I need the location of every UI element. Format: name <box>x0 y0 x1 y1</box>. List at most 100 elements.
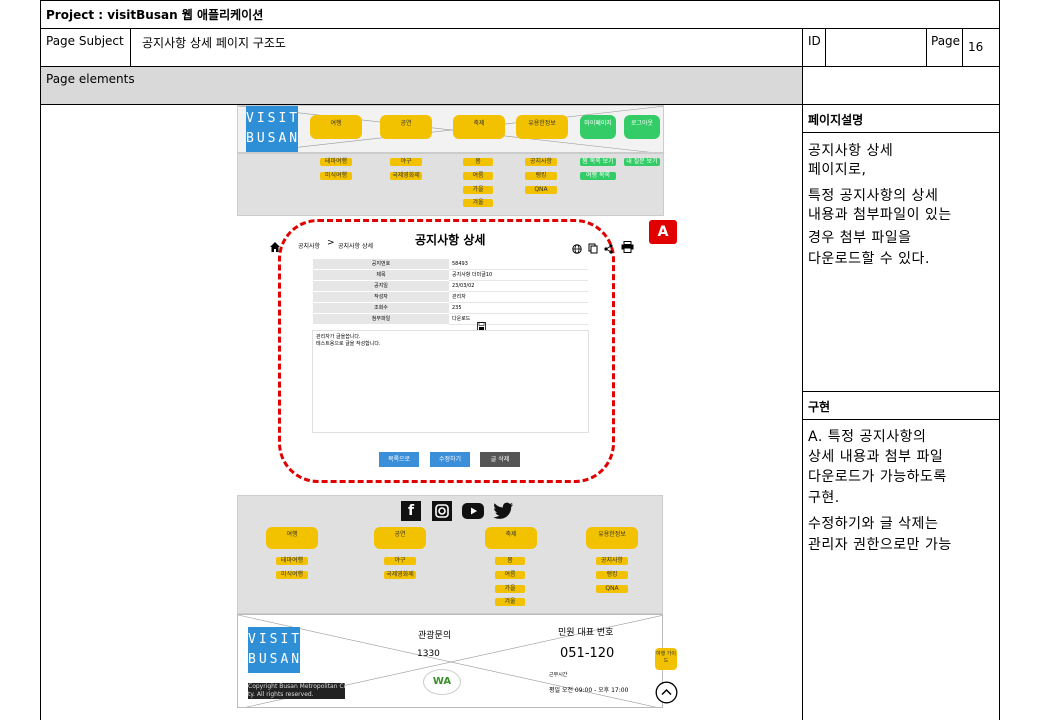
copy-icon[interactable] <box>588 239 598 254</box>
edit-button[interactable]: 수정하기 <box>430 452 470 467</box>
sub-ranking[interactable]: 랭킹 <box>525 172 557 180</box>
footer-sub-summer[interactable]: 여름 <box>495 571 525 579</box>
footer-logo[interactable]: VISIT BUSAN <box>248 627 300 673</box>
sub-qna[interactable]: QNA <box>525 186 557 194</box>
globe-icon[interactable] <box>572 239 582 254</box>
footer-nav-info[interactable]: 유용한정보 <box>586 527 638 549</box>
table-key: 첨부파일 <box>313 314 449 325</box>
work-hours-value: 평일 오전 09:00 - 오후 17:00 <box>549 687 629 694</box>
sub-theme-travel[interactable]: 테마여행 <box>320 158 352 166</box>
sub-travel-list[interactable]: 여행 목록 <box>580 172 616 180</box>
twitter-icon[interactable] <box>492 501 514 521</box>
sub-summer[interactable]: 여름 <box>463 172 493 180</box>
id-divider <box>825 28 826 66</box>
desc-heading: 페이지설명 <box>808 113 864 127</box>
save-file-icon[interactable] <box>477 316 486 331</box>
mock-footer-nav <box>237 495 663 614</box>
desc-line-4: 내용과 첨부파일이 있는 <box>808 207 952 223</box>
side-line-2 <box>802 391 1000 392</box>
row-line-3 <box>40 104 1000 105</box>
impl-line-5: 수정하기와 글 삭제는 <box>808 516 939 532</box>
nav-travel[interactable]: 여행 <box>310 115 362 139</box>
table-key: 작성자 <box>313 292 449 303</box>
region-a-outline <box>278 219 615 483</box>
nav-logout[interactable]: 로그아웃 <box>624 115 660 139</box>
page-subject-label: Page Subject <box>46 34 124 48</box>
print-icon[interactable] <box>621 238 634 253</box>
desc-line-5: 경우 첨부 파일을 <box>808 230 912 246</box>
list-button[interactable]: 목록으로 <box>379 452 419 467</box>
nav-show[interactable]: 공연 <box>380 115 432 139</box>
nav-mypage[interactable]: 마이페이지 <box>580 115 616 139</box>
table-key: 공지일 <box>313 281 449 292</box>
tour-inquiry-number: 1330 <box>417 649 440 659</box>
impl-line-2: 상세 내용과 첨부 파일 <box>808 449 944 465</box>
region-a-marker: A <box>649 220 677 244</box>
sub-spring[interactable]: 봄 <box>463 158 493 166</box>
tour-inquiry-label: 관광문의 <box>418 631 452 641</box>
wa-badge: WA <box>423 669 461 695</box>
sub-autumn[interactable]: 가을 <box>463 186 493 194</box>
body-line: 테스트용으로 글을 작성합니다. <box>316 341 381 347</box>
sub-notice[interactable]: 공지사항 <box>525 158 557 166</box>
copyright-line-1: Copyright Busan Metropolitan Ci <box>248 683 346 690</box>
civil-label: 민원 대표 번호 <box>558 628 614 638</box>
facebook-icon[interactable]: f <box>401 501 421 521</box>
sub-film-festival[interactable]: 국제영화제 <box>390 172 422 180</box>
frame-right <box>999 0 1000 720</box>
sub-baseball[interactable]: 야구 <box>390 158 422 166</box>
footer-nav-travel[interactable]: 여행 <box>266 527 318 549</box>
page-elements-bar <box>41 67 802 104</box>
frame-top <box>40 0 1000 1</box>
desc-line-3: 특정 공지사항의 상세 <box>808 188 939 204</box>
travel-guide-badge[interactable]: 여행 가이드 <box>655 648 677 670</box>
sub-wishlist[interactable]: 찜 목록 보기 <box>580 158 616 166</box>
sub-food-travel[interactable]: 미식여행 <box>320 172 352 180</box>
table-key: 조회수 <box>313 303 449 314</box>
impl-heading: 구현 <box>808 400 831 414</box>
page-title: 공지사항 상세 <box>415 233 486 247</box>
footer-sub-food[interactable]: 미식여행 <box>276 571 308 579</box>
footer-sub-baseball[interactable]: 야구 <box>384 557 416 565</box>
table-value: 공지사항 더미글10 <box>449 270 588 281</box>
table-value: 관리자 <box>449 292 588 303</box>
breadcrumb-notice[interactable]: 공지사항 <box>298 243 321 250</box>
nav-festival[interactable]: 축제 <box>453 115 505 139</box>
footer-sub-film[interactable]: 국제영화제 <box>384 571 416 579</box>
share-icon[interactable] <box>604 239 613 254</box>
footer-sub-ranking[interactable]: 랭킹 <box>596 571 628 579</box>
footer-sub-winter[interactable]: 겨울 <box>495 598 525 606</box>
table-key: 공지번호 <box>313 259 449 270</box>
footer-nav-festival[interactable]: 축제 <box>485 527 537 549</box>
youtube-icon[interactable] <box>462 503 484 519</box>
footer-sub-qna[interactable]: QNA <box>596 585 628 593</box>
copyright-line-2: ty. All rights reserved. <box>248 691 314 698</box>
footer-sub-spring[interactable]: 봄 <box>495 557 525 565</box>
page-label: Page <box>931 34 961 48</box>
logo-bottom: BUSAN <box>246 131 301 146</box>
nav-info[interactable]: 유용한정보 <box>516 115 568 139</box>
sub-winter[interactable]: 겨울 <box>463 199 493 207</box>
download-link[interactable]: 다운로드 <box>452 316 471 322</box>
side-line-3 <box>802 419 1000 420</box>
sub-my-questions[interactable]: 내 질문 보기 <box>624 158 660 166</box>
delete-button[interactable]: 글 삭제 <box>480 452 520 467</box>
footer-nav-show[interactable]: 공연 <box>374 527 426 549</box>
page-label-divider <box>926 28 927 66</box>
footer-sub-notice[interactable]: 공지사항 <box>596 557 628 565</box>
desc-line-6: 다운로드할 수 있다. <box>808 251 930 267</box>
scroll-top-icon[interactable] <box>655 681 678 704</box>
header-logo[interactable]: VISIT BUSAN <box>246 106 298 152</box>
footer-sub-autumn[interactable]: 가을 <box>495 585 525 593</box>
instagram-icon[interactable] <box>432 501 452 521</box>
home-icon[interactable] <box>269 238 281 252</box>
footer-sub-theme[interactable]: 테마여행 <box>276 557 308 565</box>
table-value: 235 <box>449 303 588 314</box>
row-line-2 <box>40 66 1000 67</box>
side-line-1 <box>802 132 1000 133</box>
footer-logo-bottom: BUSAN <box>248 652 303 667</box>
